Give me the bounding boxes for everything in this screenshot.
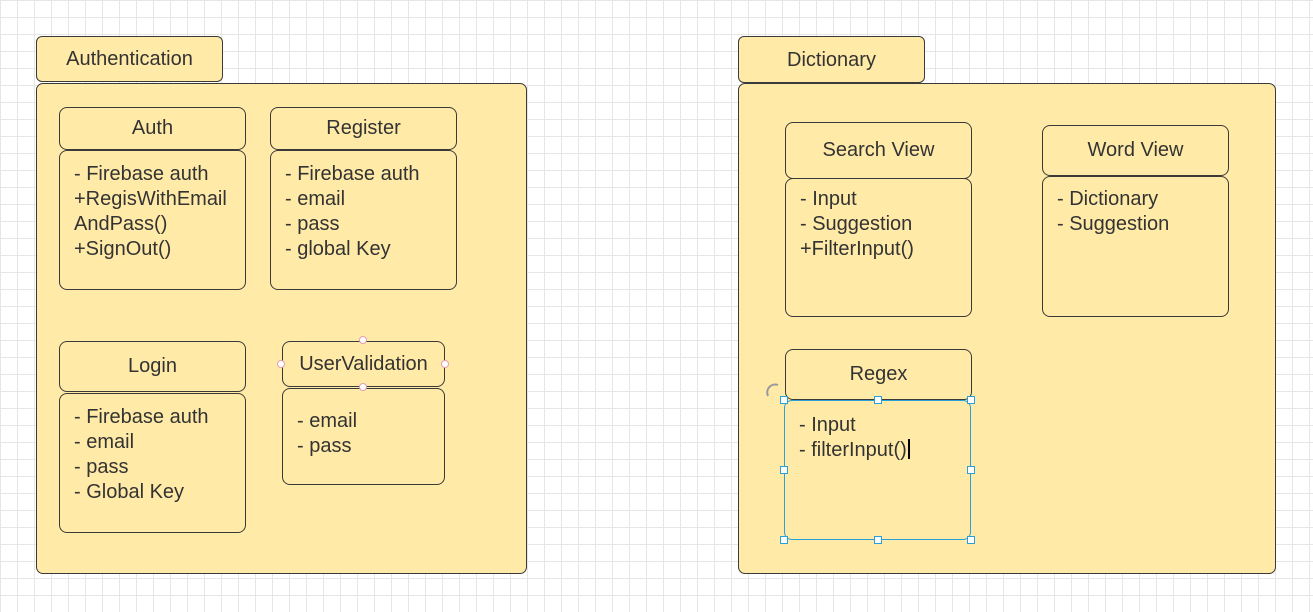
class-title: Regex [849,363,908,385]
class-member: +SignOut() [74,238,172,260]
class-body-regex-selected[interactable]: - Input - filterInput() [784,400,971,540]
connection-point-right[interactable] [441,360,449,368]
class-member: - Input [800,188,857,210]
connection-point-top[interactable] [359,336,367,344]
class-title: Login [128,355,177,377]
class-title: UserValidation [299,352,428,375]
class-body-uservalidation[interactable]: - email - pass [282,388,445,485]
resize-handle-e[interactable] [967,466,975,474]
resize-handle-nw[interactable] [780,396,788,404]
package-title: Dictionary [787,49,876,71]
class-member: - Firebase auth [74,406,209,428]
class-header-search-view[interactable]: Search View [785,122,972,179]
connection-point-bottom[interactable] [359,383,367,391]
class-member: - filterInput() [799,439,907,461]
class-header-auth[interactable]: Auth [59,107,246,150]
resize-handle-sw[interactable] [780,536,788,544]
connection-point-left[interactable] [277,360,285,368]
class-member: - email [297,410,358,432]
class-member: - Input [799,414,856,436]
class-member: - Global Key [74,481,185,503]
package-tab-authentication[interactable]: Authentication [36,36,223,82]
class-body-login[interactable]: - Firebase auth - email - pass - Global … [59,393,246,533]
class-member: - email [74,431,135,453]
package-title: Authentication [66,47,193,70]
class-member: - Suggestion [1057,213,1170,235]
class-member: - global Key [285,238,391,260]
class-member: - pass [285,213,340,235]
resize-handle-s[interactable] [874,536,882,544]
class-member-editing: - filterInput() [799,438,956,463]
class-member: - Dictionary [1057,188,1159,210]
resize-handle-se[interactable] [967,536,975,544]
package-tab-dictionary[interactable]: Dictionary [738,36,925,83]
class-header-regex[interactable]: Regex [785,349,972,400]
class-title: Auth [131,117,174,139]
class-header-login[interactable]: Login [59,341,246,392]
class-title: Search View [822,139,935,161]
class-body-auth[interactable]: - Firebase auth +RegisWithEmail AndPass(… [59,150,246,290]
text-caret [907,439,910,459]
class-member: - Firebase auth [285,163,420,185]
class-title: Word View [1087,139,1184,161]
class-member: - pass [297,435,352,457]
class-body-register[interactable]: - Firebase auth - email - pass - global … [270,150,457,290]
class-header-register[interactable]: Register [270,107,457,150]
class-body-word-view[interactable]: - Dictionary - Suggestion [1042,176,1229,317]
class-member: - Suggestion [800,213,913,235]
class-member: - pass [74,456,129,478]
class-header-uservalidation[interactable]: UserValidation [282,341,445,387]
resize-handle-n[interactable] [874,396,882,404]
class-header-word-view[interactable]: Word View [1042,125,1229,176]
class-member: - email [285,188,346,210]
class-member: +RegisWithEmail [74,188,227,210]
class-member: - Firebase auth [74,163,209,185]
rotate-handle-icon[interactable] [764,380,784,400]
resize-handle-w[interactable] [780,466,788,474]
class-member: +FilterInput() [800,238,914,260]
class-member: AndPass() [74,213,168,235]
resize-handle-ne[interactable] [967,396,975,404]
class-body-search-view[interactable]: - Input - Suggestion +FilterInput() [785,178,972,317]
class-title: Register [326,117,401,139]
